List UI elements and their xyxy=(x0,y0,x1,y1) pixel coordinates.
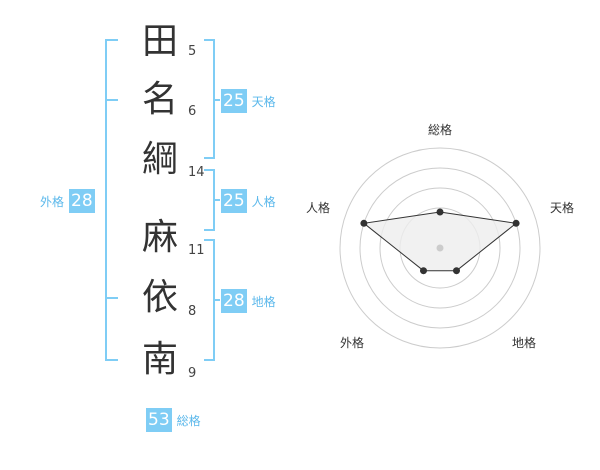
radar-center-dot xyxy=(436,244,444,252)
stroke-count-3: 14 xyxy=(188,165,205,180)
radar-point-gaikaku xyxy=(420,267,427,275)
stroke-count-5: 8 xyxy=(188,304,197,319)
jinkaku-label: 人格 xyxy=(251,194,276,209)
soukaku-badge: 53 総格 xyxy=(146,408,201,432)
soukaku-label: 総格 xyxy=(176,413,201,428)
chikaku-badge: 28 地格 xyxy=(221,289,276,313)
radar-label-soukaku: 総格 xyxy=(428,122,452,137)
tenkaku-value: 25 xyxy=(221,89,247,113)
radar-label-tenkaku: 天格 xyxy=(550,200,574,215)
stroke-count-4: 11 xyxy=(188,243,205,258)
jinkaku-badge: 25 人格 xyxy=(221,189,276,213)
soukaku-value: 53 xyxy=(146,408,172,432)
name-char-1: 田 xyxy=(141,21,178,62)
chikaku-label: 地格 xyxy=(251,294,276,309)
name-char-4: 麻 xyxy=(141,217,178,258)
name-char-3: 綱 xyxy=(141,139,178,180)
stroke-count-6: 9 xyxy=(188,366,197,381)
radar-point-jinkaku xyxy=(360,219,368,227)
radar-label-gaikaku: 外格 xyxy=(340,335,364,350)
tenkaku-badge: 25 天格 xyxy=(221,89,276,113)
chikaku-value: 28 xyxy=(221,289,247,313)
gaikaku-value: 28 xyxy=(69,189,95,213)
name-char-6: 南 xyxy=(141,339,178,380)
radar-point-tenkaku xyxy=(512,219,520,227)
stroke-count-1: 5 xyxy=(188,44,197,59)
jinkaku-value: 25 xyxy=(221,189,247,213)
radar-label-jinkaku: 人格 xyxy=(306,200,330,215)
radar-polygon xyxy=(362,211,518,272)
name-char-5: 依 xyxy=(141,277,178,318)
stroke-count-2: 6 xyxy=(188,104,197,119)
radar-point-chikaku xyxy=(453,267,460,275)
radar-label-chikaku: 地格 xyxy=(512,335,536,350)
name-char-2: 名 xyxy=(141,79,178,120)
gaikaku-label: 外格 xyxy=(40,194,65,209)
tenkaku-label: 天格 xyxy=(251,94,276,109)
radar-point-soukaku xyxy=(436,208,444,216)
gaikaku-badge: 外格 28 xyxy=(40,189,95,213)
